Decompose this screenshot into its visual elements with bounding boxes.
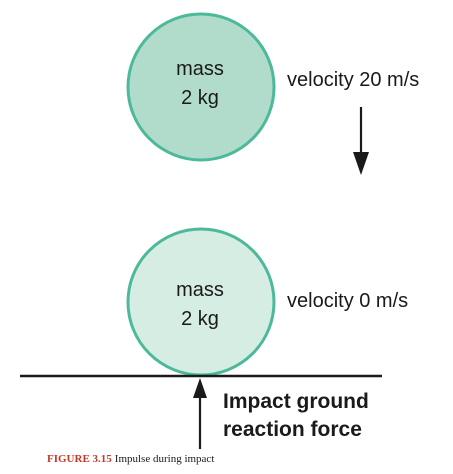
caption-text: Impulse during impact xyxy=(114,453,215,465)
top-ball-weight-label: 2 kg xyxy=(181,87,219,109)
bottom-ball: mass 2 kg xyxy=(126,227,276,377)
top-ball: mass 2 kg xyxy=(126,12,276,162)
arrow-up-icon xyxy=(193,378,207,449)
bottom-ball-weight-label: 2 kg xyxy=(181,308,219,330)
top-ball-mass-label: mass xyxy=(176,58,224,80)
caption-number: FIGURE 3.15 xyxy=(47,453,112,465)
bottom-ball-circle xyxy=(126,227,276,377)
force-label-line2: reaction force xyxy=(223,418,362,441)
bottom-ball-mass-label: mass xyxy=(176,279,224,301)
top-velocity-label: velocity 20 m/s xyxy=(287,69,419,91)
arrow-down-icon xyxy=(353,107,369,175)
force-label-line1: Impact ground xyxy=(223,390,369,413)
bottom-velocity-label: velocity 0 m/s xyxy=(287,290,408,312)
top-ball-circle xyxy=(126,12,276,162)
